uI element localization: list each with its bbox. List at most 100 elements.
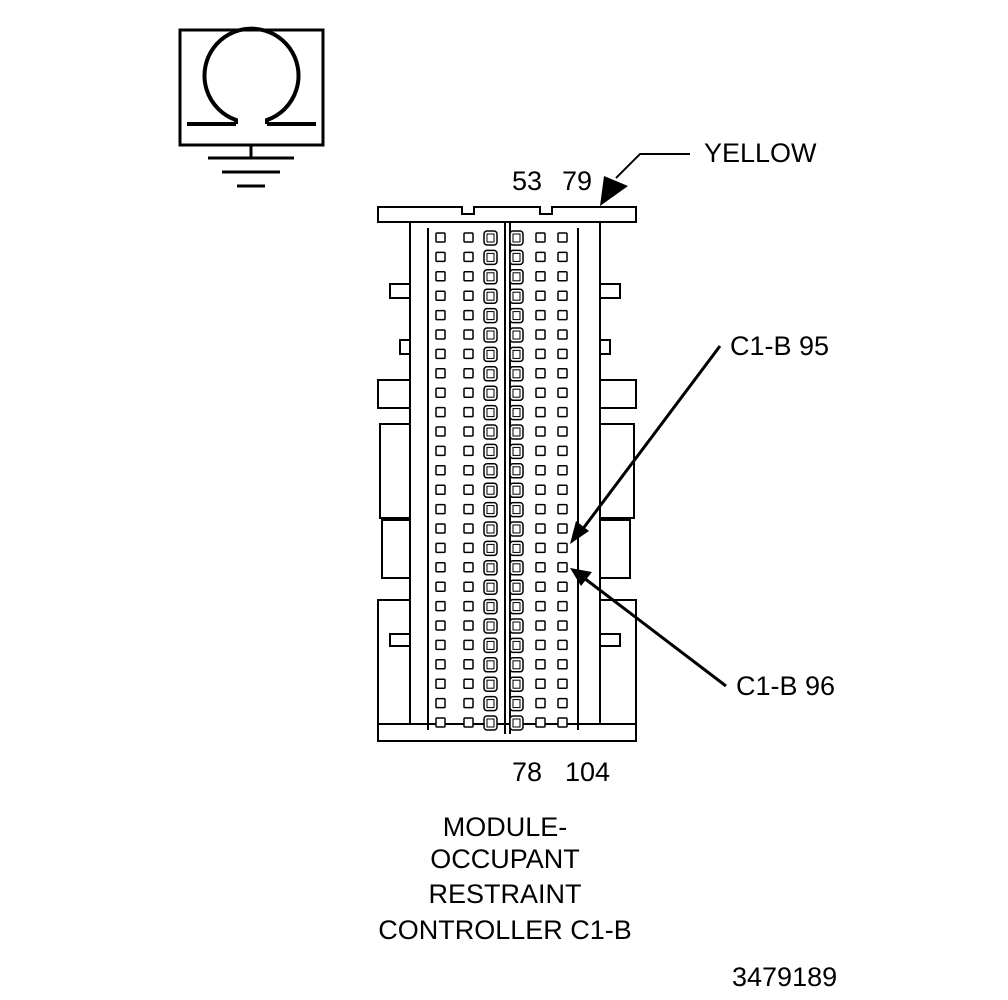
pin-cavity [483,424,498,440]
pin-cavity [535,387,546,398]
pin-cavity [435,251,446,263]
pin-cavity [535,426,546,437]
pin-cavity [483,230,498,246]
callout-label-95: C1-B 95 [730,331,829,361]
pin-cavity [463,368,474,379]
pin-cavity [483,307,498,324]
pin-cavity [535,659,546,670]
pin-terminal [512,563,521,573]
pin-cavity [463,232,474,243]
pin-cavity [535,271,546,282]
pin-cavity [557,542,568,554]
pin-cavity [535,717,546,728]
pin-cavity [557,562,568,573]
pin-cavity [463,348,474,360]
pin-cavity [463,620,474,631]
pin-cavity [435,503,446,515]
pin-cavity [463,251,474,263]
pin-cavity [509,366,524,382]
pin-cavity [435,697,446,709]
pin-cavity [483,327,498,343]
pin-cavity [509,346,524,363]
pin-cavity [483,598,498,615]
pin-cavity [557,290,568,301]
pin-cavity [535,697,546,709]
pin-cavity [435,406,446,418]
pin-cavity [557,465,568,476]
pin-cavity [535,348,546,360]
pin-cavity [463,406,474,418]
pin-cavity [509,637,524,654]
pin-cavity [463,581,474,592]
pin-cavity [557,678,568,689]
pin-cavity [535,251,546,263]
pin-terminal [486,563,495,573]
pin-cavity [483,366,498,382]
pin-cavity [483,288,498,304]
pin-cavity [435,484,446,495]
pin-cavity [483,560,498,576]
pin-cavity [509,249,524,266]
connector-title: MODULE- OCCUPANT RESTRAINT CONTROLLER C1… [378,812,632,945]
pin-cavity [463,542,474,554]
pin-cavity [509,288,524,304]
pin-terminal [512,621,521,631]
pin-cavity [557,581,568,592]
pin-terminal [512,524,521,534]
pin-cavity [509,307,524,324]
pin-cavity [483,269,498,285]
pin-terminal [486,272,495,282]
pin-cavity [557,620,568,631]
pin-cavity [435,290,446,301]
callout-pin-95: C1-B 95 [570,331,829,544]
connector-body [377,206,637,742]
pin-cavity [535,329,546,340]
pin-cavity [435,581,446,592]
title-line-3: RESTRAINT [428,879,581,909]
pin-cavity [463,426,474,437]
pin-terminal [512,582,521,592]
pin-cavity [557,387,568,398]
pin-terminal [512,466,521,476]
pin-grid [435,230,568,731]
pin-cavity [483,618,498,634]
pin-terminal [486,543,495,553]
pin-cavity [535,484,546,495]
pin-cavity [435,600,446,612]
pin-cavity [435,348,446,360]
pin-cavity [435,542,446,554]
pin-terminal [512,679,521,689]
pin-cavity [509,618,524,634]
pin-label-79: 79 [562,166,592,196]
pin-terminal [486,621,495,631]
pin-cavity [463,697,474,709]
pin-cavity [483,385,498,401]
pin-cavity [435,523,446,534]
pin-cavity [557,659,568,670]
pin-cavity [557,426,568,437]
pin-cavity [463,659,474,670]
pin-cavity [535,290,546,301]
pin-cavity [509,715,524,731]
pin-cavity [435,620,446,631]
arrow-head-icon [570,521,589,544]
pin-cavity [535,445,546,457]
pin-label-104: 104 [565,757,610,787]
pin-terminal [512,660,521,670]
pin-cavity [535,581,546,592]
pin-terminal [486,388,495,398]
pin-cavity [509,579,524,595]
pin-cavity [463,290,474,301]
pin-cavity [535,368,546,379]
pin-cavity [483,695,498,712]
pin-label-78: 78 [512,757,542,787]
pin-cavity [463,329,474,340]
pin-cavity [435,678,446,689]
callout-pin-96: C1-B 96 [570,568,835,701]
pin-cavity [509,501,524,518]
pin-cavity [483,501,498,518]
pin-cavity [535,678,546,689]
pin-terminal [512,640,521,650]
pin-cavity [557,309,568,321]
pin-terminal [486,505,495,515]
